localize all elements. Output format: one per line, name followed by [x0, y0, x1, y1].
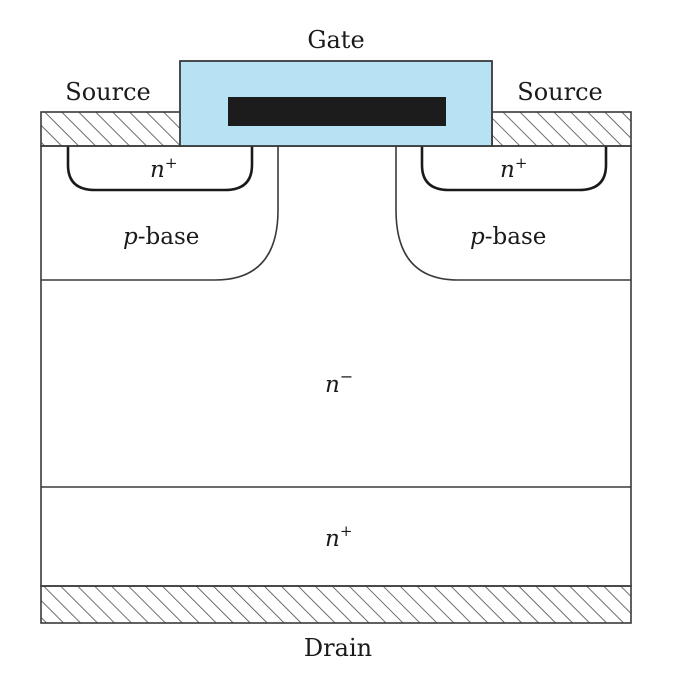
gate-label: Gate — [307, 26, 364, 54]
source-left-label: Source — [65, 78, 150, 106]
drain-label: Drain — [304, 634, 372, 662]
p-base-left-region — [41, 146, 279, 281]
n-plus-right-label: n+ — [500, 154, 527, 183]
drain-contact — [40, 585, 632, 624]
source-right-contact — [491, 111, 632, 147]
n-plus-right-region — [420, 146, 608, 192]
source-left-contact — [40, 111, 183, 147]
p-base-right-label: p-base — [470, 224, 546, 250]
n-plus-left-label: n+ — [150, 154, 177, 183]
n-minus-label: n− — [325, 367, 353, 398]
n-plus-substrate-label: n+ — [325, 522, 352, 552]
device-body — [40, 145, 632, 587]
p-base-right-region — [395, 146, 631, 281]
n-plus-left-region — [66, 146, 254, 192]
gate-electrode — [228, 97, 446, 126]
p-base-left-label: p-base — [123, 224, 199, 250]
source-right-label: Source — [517, 78, 602, 106]
